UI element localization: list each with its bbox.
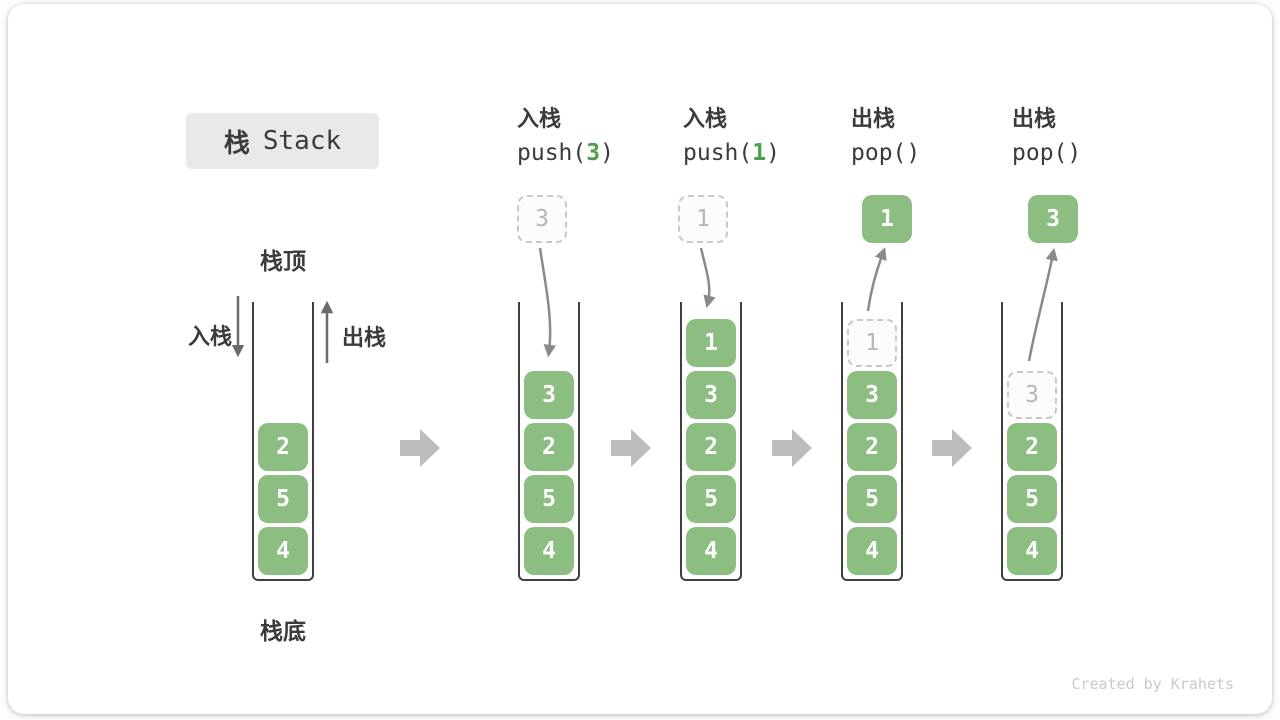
stack-item: 5: [524, 475, 574, 523]
stack-item: 2: [258, 423, 308, 471]
code-pre: push(: [683, 140, 753, 166]
stack-item: 3: [686, 371, 736, 419]
op-code: pop(): [1012, 140, 1182, 166]
op-code: push(1): [683, 140, 853, 166]
op-label: 入栈: [683, 106, 728, 131]
step-header-pop-1: 出栈 pop(): [851, 106, 1021, 166]
code-pre: pop(: [851, 140, 907, 166]
stack-item: 5: [1007, 475, 1057, 523]
popped-value-box: 3: [1028, 195, 1078, 243]
stack-item: 2: [847, 423, 897, 471]
stack-item: 2: [1007, 423, 1057, 471]
op-label: 出栈: [851, 106, 896, 131]
title-zh: 栈: [223, 127, 250, 158]
credit-text: Created by Krahets: [1071, 675, 1234, 693]
diagram-title: 栈 Stack: [186, 113, 379, 169]
popped-value-box: 1: [862, 195, 912, 243]
op-code: push(3): [517, 140, 687, 166]
stack-bottom-label: 栈底: [260, 618, 306, 644]
code-arg: 1: [752, 140, 767, 166]
stack-item-popped-ghost: 3: [1007, 371, 1057, 419]
stack-item: 4: [258, 527, 308, 575]
stack-container-initial: [252, 302, 314, 581]
stack-container-after-pop-1: [841, 302, 903, 581]
code-pre: pop(: [1012, 140, 1068, 166]
title-en: Stack: [262, 126, 342, 156]
push-side-label: 入栈: [188, 324, 233, 349]
op-code: pop(): [851, 140, 1021, 166]
stack-item: 4: [686, 527, 736, 575]
stack-container-after-push-3: [518, 302, 580, 581]
code-post: ): [906, 140, 921, 166]
code-post: ): [1067, 140, 1082, 166]
step-header-push-3: 入栈 push(3): [517, 106, 687, 166]
op-label: 出栈: [1012, 106, 1057, 131]
stack-item: 3: [847, 371, 897, 419]
stack-item: 5: [258, 475, 308, 523]
stack-item: 4: [847, 527, 897, 575]
pop-side-label: 出栈: [342, 325, 387, 350]
stack-item-popped-ghost: 1: [847, 319, 897, 367]
op-label: 入栈: [517, 106, 562, 131]
stack-item: 2: [524, 423, 574, 471]
stack-item: 5: [686, 475, 736, 523]
stack-item: 5: [847, 475, 897, 523]
stack-item: 3: [524, 371, 574, 419]
step-header-pop-3: 出栈 pop(): [1012, 106, 1182, 166]
code-pre: push(: [517, 140, 587, 166]
code-post: ): [766, 140, 780, 166]
stack-item: 2: [686, 423, 736, 471]
stack-item: 1: [686, 319, 736, 367]
stack-item: 4: [1007, 527, 1057, 575]
incoming-value-box: 3: [517, 195, 567, 243]
stack-container-after-pop-3: [1001, 302, 1063, 581]
code-arg: 3: [586, 140, 601, 166]
incoming-value-box: 1: [678, 195, 728, 243]
stack-top-label: 栈顶: [260, 248, 306, 274]
stack-container-after-push-1: [680, 302, 742, 581]
stack-item: 4: [524, 527, 574, 575]
step-header-push-1: 入栈 push(1): [683, 106, 853, 166]
code-post: ): [600, 140, 614, 166]
